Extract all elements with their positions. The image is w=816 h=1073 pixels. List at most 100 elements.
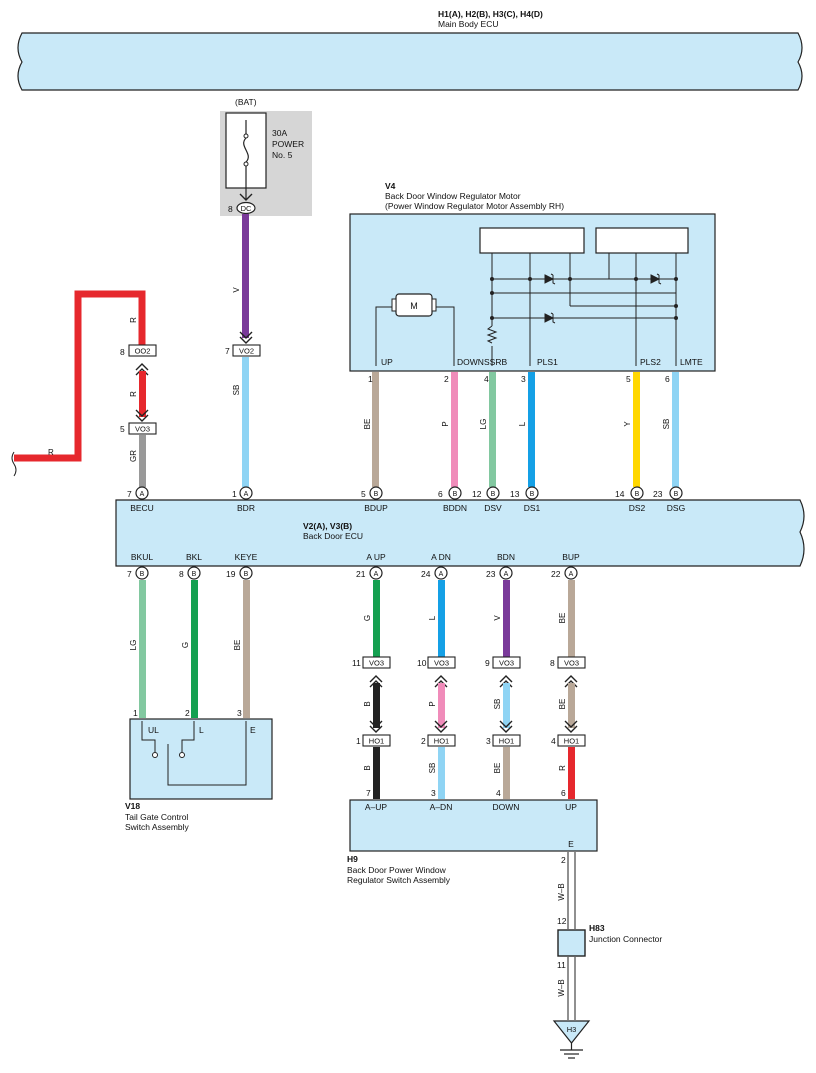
conn-bkl: B — [192, 571, 197, 578]
conn-aup: A — [374, 571, 379, 578]
wire-color-sb-bdn: SB — [493, 699, 502, 710]
motor-code: V4 — [385, 181, 396, 191]
wire-color-l-adn: L — [428, 615, 437, 620]
motor-ecu-wires: 1 BE 5 B 2 P 6 B 4 LG 12 B 3 L 13 — [361, 372, 683, 500]
ground-wire: 2 W–B 12 H83 Junction Connector 11 W–B H… — [552, 852, 662, 1059]
main-ecu-name: Main Body ECU — [438, 19, 498, 29]
ecu-term-bkl: BKL — [186, 552, 202, 562]
connector-oo2: OO2 — [135, 347, 151, 356]
pin-vo2-7: 7 — [225, 346, 230, 356]
pin-ecu-keye: 19 — [226, 569, 236, 579]
conn-bkul: B — [140, 571, 145, 578]
connector-vo3-adn: VO3 — [434, 659, 449, 668]
ecu-term-bdup: BDUP — [364, 503, 388, 513]
wire-color-g-bkl: G — [181, 642, 190, 648]
pin-ecu-bdup: 5 — [361, 489, 366, 499]
connector-vo3-bup: VO3 — [564, 659, 579, 668]
motor-term-up: UP — [381, 357, 393, 367]
wire-color-gr: GR — [129, 450, 138, 462]
pin-oo2-8: 8 — [120, 347, 125, 357]
wire-color-be-bup: BE — [558, 613, 567, 624]
pin-motor-3: 3 — [521, 374, 526, 384]
wire-bddn: 2 P 6 B — [438, 372, 462, 500]
motor-term-down: DOWN — [457, 357, 484, 367]
motor-name: Back Door Window Regulator Motor — [385, 191, 521, 201]
pin-vo3-5: 5 — [120, 424, 125, 434]
wire-color-be-bdn: BE — [493, 763, 502, 774]
regulator-wires: 21 A G 11 VO3 B 1 HO1 B 7 24 A L 10 — [352, 566, 586, 799]
regulator-name-1: Back Door Power Window — [347, 865, 447, 875]
reg-term-e: E — [568, 839, 574, 849]
pin-vo3-11: 11 — [352, 658, 361, 668]
pin-motor-1: 1 — [368, 374, 373, 384]
pin-sw-4: 4 — [496, 788, 501, 798]
ecu-term-bddn: BDDN — [443, 503, 467, 513]
wire-bkul: 7 B LG 1 — [127, 566, 149, 718]
pin-ho1-1: 1 — [356, 736, 361, 746]
pin-sw-2: 2 — [185, 708, 190, 718]
ecu-code: V2(A), V3(B) — [303, 521, 352, 531]
ecu-term-keye: KEYE — [235, 552, 258, 562]
wire-color-g: G — [363, 615, 372, 621]
pin-ecu-dsv: 12 — [472, 489, 482, 499]
bat-label: (BAT) — [235, 97, 257, 107]
conn-bup: A — [569, 571, 574, 578]
connector-vo2: VO2 — [239, 347, 254, 356]
pin-sw-1: 1 — [133, 708, 138, 718]
conn-dsg: B — [674, 491, 679, 498]
wire-color-wb-top: W–B — [557, 883, 566, 900]
wire-dsg: 6 SB 23 B — [653, 372, 683, 500]
wire-ds2: 5 Y 14 B — [615, 372, 644, 500]
pin-ecu-adn: 24 — [421, 569, 431, 579]
conn-adn: A — [439, 571, 444, 578]
conn-keye: B — [244, 571, 249, 578]
wire-color-wb-bot: W–B — [557, 979, 566, 996]
conn-bddn: B — [453, 491, 458, 498]
pin-sw-3-adn: 3 — [431, 788, 436, 798]
fuse-rating: 30A — [272, 128, 287, 138]
pin-ecu-dsg: 23 — [653, 489, 663, 499]
wire-color-r-bup: R — [558, 765, 567, 771]
tailgate-name-2: Switch Assembly — [125, 822, 190, 832]
regulator-name-2: Regulator Switch Assembly — [347, 875, 451, 885]
pin-vo3-8: 8 — [550, 658, 555, 668]
pin-motor-6: 6 — [665, 374, 670, 384]
conn-bdr: A — [244, 491, 249, 498]
pin-ecu-ds2: 14 — [615, 489, 625, 499]
reg-term-adn: A–DN — [430, 802, 453, 812]
pin-junction-11: 11 — [557, 960, 566, 970]
ecu-term-aup: A UP — [366, 552, 386, 562]
wire-color-v: V — [232, 287, 241, 293]
ecu-term-ds1: DS1 — [524, 503, 541, 513]
pin-ecu-bkl: 8 — [179, 569, 184, 579]
pin-ho1-2: 2 — [421, 736, 426, 746]
motor-subname: (Power Window Regulator Motor Assembly R… — [385, 201, 564, 211]
wire-color-sb: SB — [232, 385, 241, 396]
pin-ecu-bkul: 7 — [127, 569, 132, 579]
bat-terminal-code: DC — [241, 204, 252, 213]
reg-term-down: DOWN — [493, 802, 520, 812]
wire-ds1: 3 L 13 B — [510, 372, 539, 500]
pin-becu: 7 — [127, 489, 132, 499]
connector-vo3-red: VO3 — [135, 425, 150, 434]
connector-ho1-bup: HO1 — [564, 737, 579, 746]
motor-glyph: M — [410, 301, 418, 311]
wire-color-p-adn: P — [428, 701, 437, 706]
pin-ecu-bdn: 23 — [486, 569, 496, 579]
pin-ecu-ds1: 13 — [510, 489, 520, 499]
wire-color-b-bot: B — [363, 765, 372, 770]
reg-term-aup: A–UP — [365, 802, 388, 812]
regulator-code: H9 — [347, 854, 358, 864]
wire-color-p: P — [441, 421, 450, 426]
wire-color-be-bup-mid: BE — [558, 699, 567, 710]
connector-vo3-aup: VO3 — [369, 659, 384, 668]
wire-color-r-top: R — [129, 317, 138, 323]
bat-terminal-pin: 8 — [228, 204, 233, 214]
wire-color-r-left: R — [48, 448, 54, 457]
pin-bdr: 1 — [232, 489, 237, 499]
motor-term-pls1: PLS1 — [537, 357, 558, 367]
motor-term-pls2: PLS2 — [640, 357, 661, 367]
fuse-name: POWER — [272, 139, 304, 149]
junction-name: Junction Connector — [589, 934, 662, 944]
wire-color-sb-dsg: SB — [662, 419, 671, 430]
